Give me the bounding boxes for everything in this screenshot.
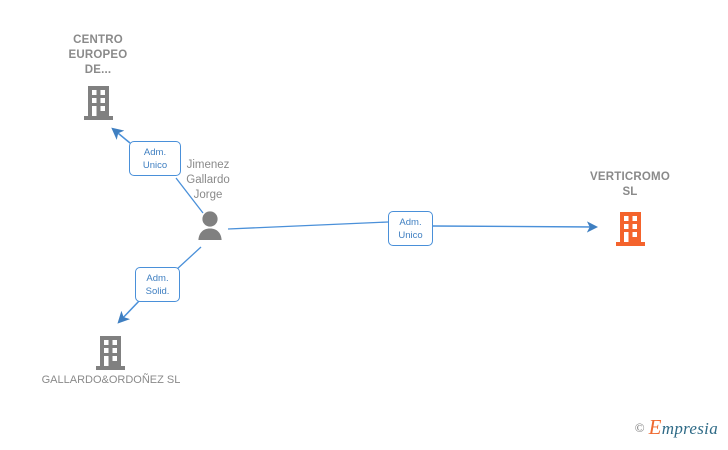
brand-logo: Empresia: [649, 415, 718, 440]
node-label-jimenez-gallardo-jorge: Jimenez Gallardo Jorge: [186, 159, 230, 201]
brand-initial: E: [648, 415, 662, 439]
person-icon[interactable]: [196, 210, 224, 245]
building-icon[interactable]: [95, 334, 127, 377]
edge-label-verticromo[interactable]: Adm. Unico: [388, 211, 433, 246]
edge-label-centro-europeo[interactable]: Adm. Unico: [129, 141, 181, 176]
edge-label-gallardo-ordonez[interactable]: Adm. Solid.: [135, 267, 180, 302]
watermark: © Empresia: [635, 415, 718, 440]
building-icon[interactable]: [615, 210, 647, 253]
building-icon[interactable]: [83, 84, 115, 127]
brand-rest: mpresia: [661, 419, 718, 438]
node-label-centro-europeo: CENTRO EUROPEO DE...: [68, 34, 128, 76]
copyright-icon: ©: [634, 419, 645, 435]
node-label-gallardo-ordonez: GALLARDO&ORDOÑEZ SL: [41, 374, 181, 386]
node-label-verticromo: VERTICROMO SL: [590, 171, 670, 198]
